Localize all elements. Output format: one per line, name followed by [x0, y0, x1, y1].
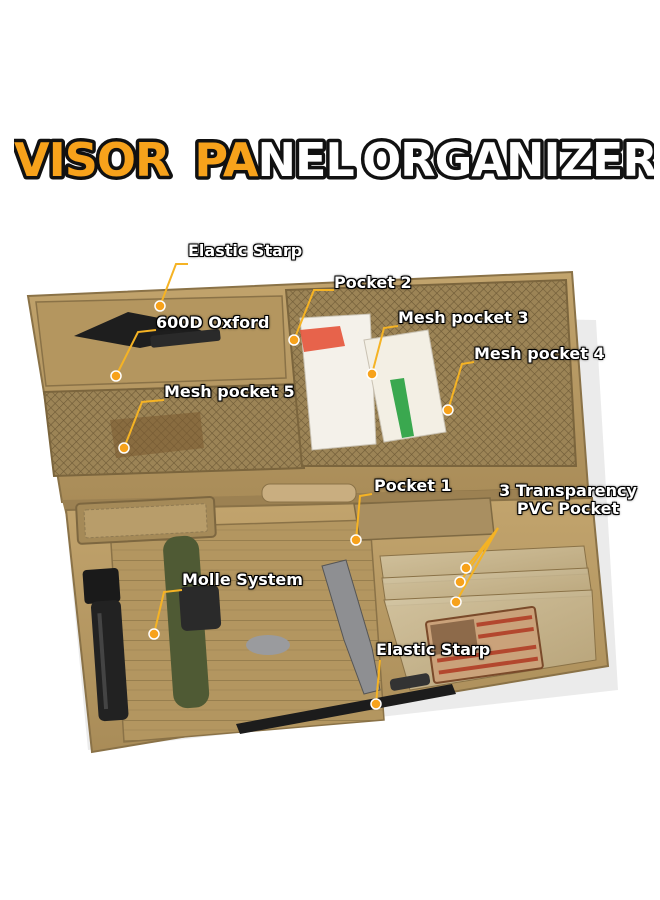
dot-elastic-top [154, 300, 166, 312]
dot-mesh-3 [366, 368, 378, 380]
dot-mesh-4 [442, 404, 454, 416]
paracord-buckle [178, 585, 222, 631]
multitool-pliers [246, 635, 290, 655]
title-word-panel: PANEL [194, 133, 354, 187]
pocket-1-area [353, 497, 495, 541]
callout-pvc-pocket: 3 Transparency PVC Pocket [490, 482, 646, 518]
dot-pocket-2 [288, 334, 300, 346]
whistle [261, 483, 357, 503]
title-word-organizer-outline: ORGANIZER [362, 133, 654, 187]
leader-pocket-2 [293, 289, 334, 341]
callout-elastic-strap-top: Elastic Starp [188, 241, 303, 260]
card-red-tag [300, 326, 345, 352]
dot-pvc-3 [450, 596, 462, 608]
callout-pvc-line-1: 3 Transparency [499, 481, 637, 500]
knife-handle [150, 328, 221, 348]
callout-pvc-line-2: PVC Pocket [516, 499, 620, 518]
callout-600d-oxford: 600D Oxford [156, 313, 270, 332]
patch-stitching [83, 503, 208, 539]
callout-mesh-pocket-5: Mesh pocket 5 [164, 382, 295, 401]
dot-pvc-2 [454, 576, 466, 588]
dot-elastic-bottom [370, 698, 382, 710]
flag-patch [425, 605, 544, 684]
callout-pocket-1: Pocket 1 [374, 476, 452, 495]
dot-oxford [110, 370, 122, 382]
dot-mesh-5 [118, 442, 130, 454]
leader-pocket-1 [355, 493, 373, 541]
leader-mesh-5 [123, 399, 165, 449]
title-word-visor: VISOR [14, 133, 170, 187]
callout-mesh-pocket-4: Mesh pocket 4 [474, 344, 605, 363]
leader-mesh-3 [371, 325, 399, 375]
leader-mesh-4 [447, 361, 475, 411]
card-green-stripe [390, 378, 414, 438]
leader-elastic-top [159, 263, 188, 307]
callout-pocket-2: Pocket 2 [334, 273, 412, 292]
leader-lines [115, 263, 499, 705]
dot-pocket-1 [350, 534, 362, 546]
callout-elastic-strap-bottom: Elastic Starp [376, 640, 491, 659]
leader-pvc-3 [455, 527, 499, 603]
leader-oxford [115, 329, 157, 377]
callout-molle-system: Molle System [182, 570, 303, 589]
callout-mesh-pocket-3: Mesh pocket 3 [398, 308, 529, 327]
dot-molle [148, 628, 160, 640]
tactical-pen [236, 684, 456, 734]
title-organizer-fill: ORGANIZER [362, 133, 654, 187]
callout-dots [110, 300, 472, 710]
title-panel-fill: PANEL [194, 133, 354, 187]
leader-molle [153, 589, 183, 635]
title-visor-fill: VISOR [14, 133, 170, 187]
pen-clip [389, 673, 431, 691]
leader-elastic-bottom [375, 659, 381, 705]
multitool [321, 559, 381, 695]
dot-pvc-1 [460, 562, 472, 574]
flashlight [82, 568, 129, 722]
